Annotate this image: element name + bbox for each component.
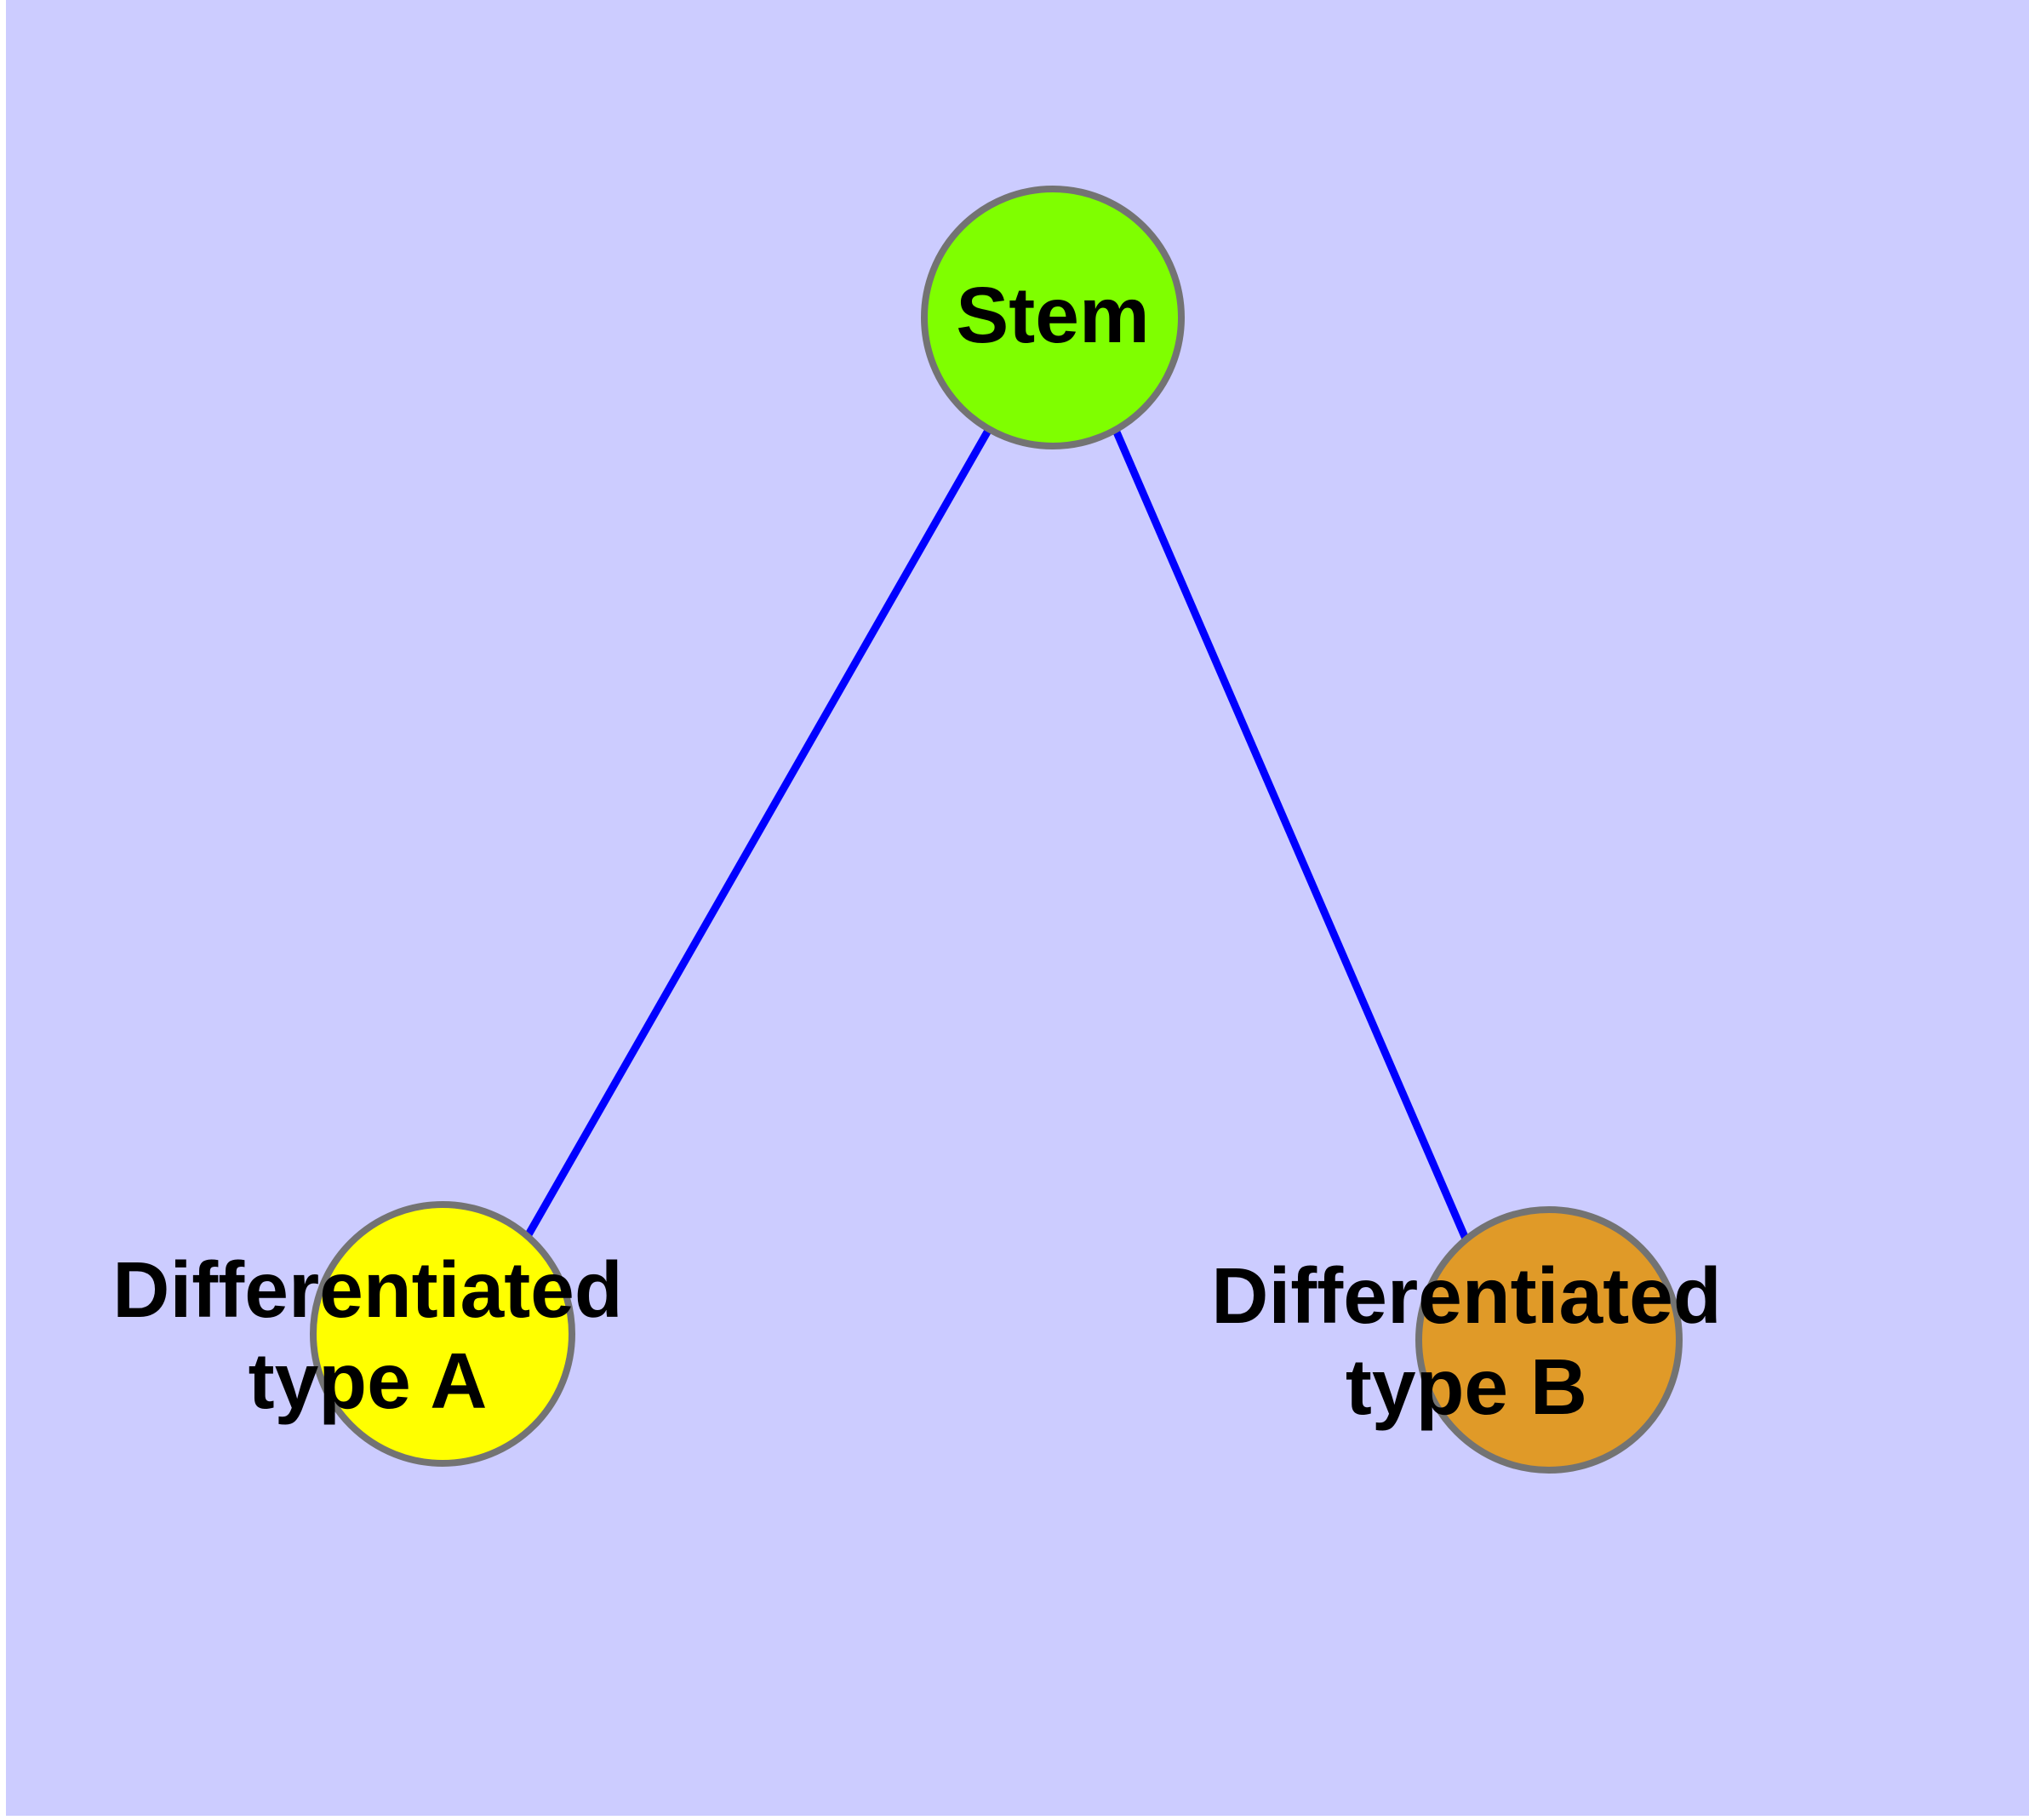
nodes-layer bbox=[310, 186, 1683, 1474]
label-line: Stem bbox=[956, 271, 1149, 359]
graph-node-label-stem: Stem bbox=[956, 271, 1149, 359]
edges-layer bbox=[524, 426, 1472, 1246]
graph-node-diff_a[interactable] bbox=[310, 1201, 575, 1467]
graph-edge-stem-to-diff-a bbox=[524, 426, 992, 1239]
graph-node-stem[interactable] bbox=[921, 186, 1185, 449]
label-line: Differentiated bbox=[112, 1245, 622, 1334]
label-line: Differentiated bbox=[1211, 1251, 1721, 1340]
label-line: type A bbox=[249, 1336, 488, 1425]
label-line: type B bbox=[1346, 1342, 1587, 1431]
graph-node-diff_b[interactable] bbox=[1415, 1206, 1683, 1474]
graph-edge-stem-to-diff-b bbox=[1111, 426, 1472, 1246]
